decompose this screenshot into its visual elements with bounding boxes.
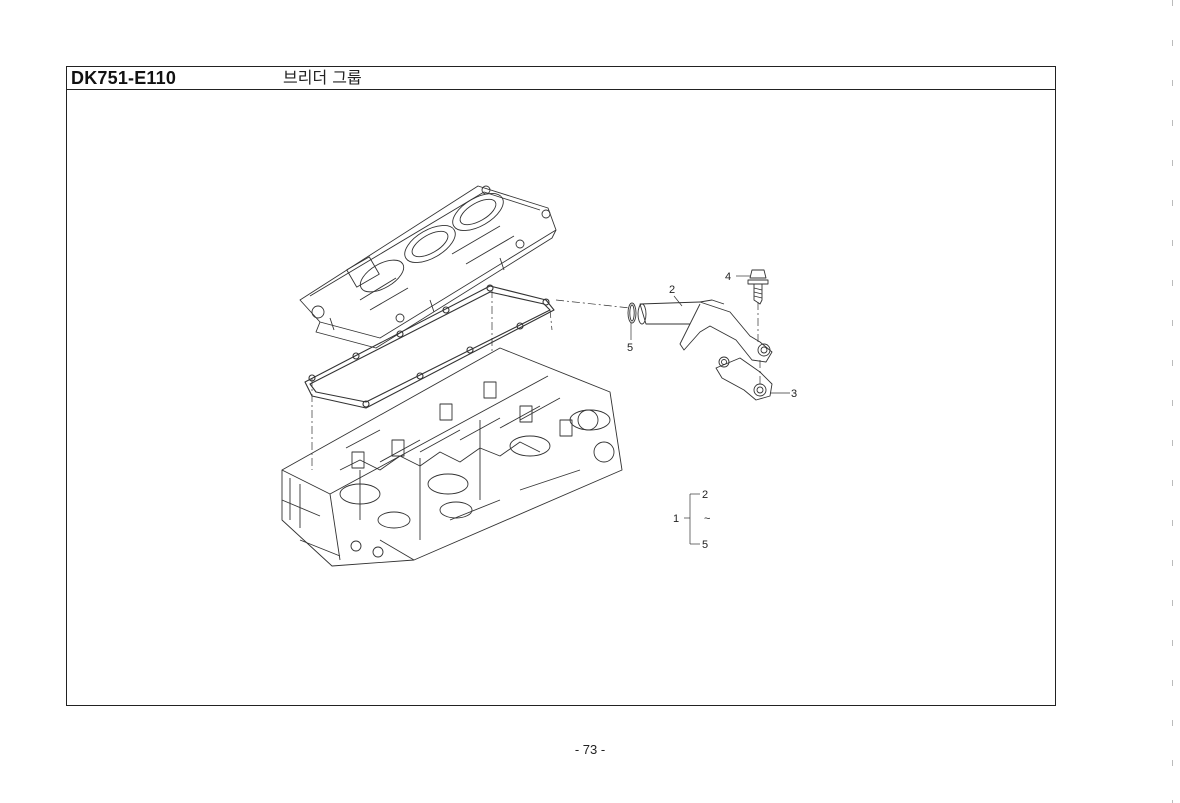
scan-edge-mark xyxy=(1172,0,1173,803)
group-code: DK751-E110 xyxy=(71,68,177,88)
drawing-frame: DK751-E110 브리더 그룹 xyxy=(66,66,1056,706)
leader-lines xyxy=(630,275,790,545)
o-ring-part-5 xyxy=(627,302,637,324)
callout-part-4: 4 xyxy=(725,271,731,283)
callout-part-2: 2 xyxy=(669,284,675,296)
callout-assembly-top: 2 xyxy=(702,489,708,501)
callout-part-3: 3 xyxy=(791,388,797,400)
cylinder-head xyxy=(281,347,623,567)
bolt-part-4 xyxy=(747,269,769,305)
callout-part-5: 5 xyxy=(627,342,633,354)
callout-assembly-1: 1 xyxy=(673,513,679,525)
callout-assembly-range: ~ xyxy=(704,513,710,525)
valve-cover xyxy=(299,185,557,349)
group-title: 브리더 그룹 xyxy=(283,68,362,87)
title-bar: DK751-E110 브리더 그룹 xyxy=(67,67,1055,90)
breather-pipe-part-2 xyxy=(637,299,773,363)
callout-assembly-bottom: 5 xyxy=(702,539,708,551)
cover-gasket xyxy=(304,284,555,409)
breather-gasket-part-3 xyxy=(715,356,773,401)
page-number: - 73 - xyxy=(574,742,606,757)
